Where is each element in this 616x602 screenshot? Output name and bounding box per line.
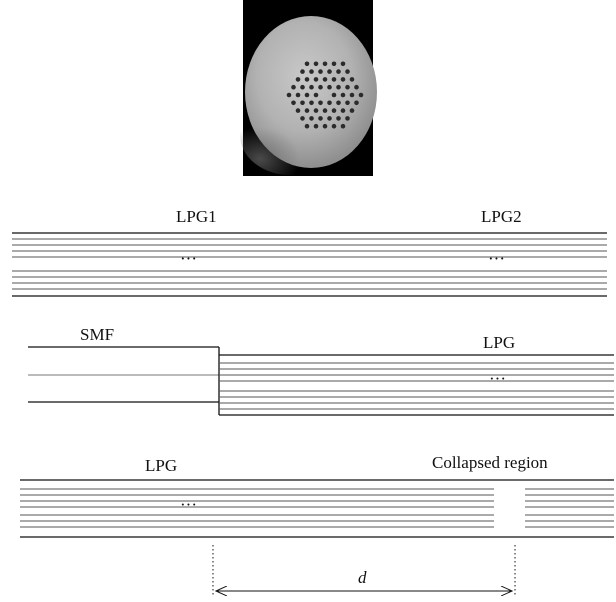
- air-hole: [309, 69, 314, 74]
- air-hole: [345, 100, 350, 106]
- air-hole: [300, 100, 305, 106]
- air-hole: [318, 84, 323, 90]
- air-hole: [358, 92, 364, 98]
- air-hole: [340, 92, 346, 98]
- ellipsis-collapsed: ···: [180, 495, 197, 514]
- air-hole: [309, 84, 314, 90]
- air-hole: [309, 116, 314, 121]
- air-hole: [349, 77, 355, 82]
- label-lpg2: LPG2: [481, 207, 522, 226]
- air-hole: [313, 92, 319, 98]
- ellipsis-left: ···: [180, 249, 197, 268]
- air-hole: [340, 77, 346, 82]
- air-hole: [345, 69, 350, 74]
- air-hole: [327, 100, 332, 106]
- label-lpg1: LPG1: [176, 207, 217, 226]
- air-hole: [309, 100, 314, 106]
- air-hole: [300, 116, 305, 121]
- air-hole: [291, 84, 296, 90]
- air-hole: [304, 123, 310, 129]
- label-distance: d: [358, 568, 367, 587]
- air-hole: [304, 77, 310, 82]
- air-hole: [331, 61, 337, 67]
- label-lpg-splice: LPG: [483, 333, 515, 352]
- label-collapsed-region: Collapsed region: [432, 453, 548, 472]
- air-hole: [300, 69, 305, 74]
- air-hole: [313, 61, 319, 67]
- panel-smf-splice: SMF LPG ···: [28, 325, 614, 416]
- air-hole: [340, 108, 346, 113]
- air-hole: [349, 92, 355, 98]
- air-hole: [336, 69, 341, 74]
- air-hole: [327, 116, 332, 121]
- air-hole: [304, 108, 310, 113]
- core-lines-3: [20, 488, 614, 528]
- air-hole: [345, 116, 350, 121]
- air-hole: [340, 123, 346, 129]
- air-hole: [295, 77, 301, 82]
- air-hole: [313, 77, 319, 82]
- air-hole: [318, 116, 323, 121]
- air-hole: [340, 61, 346, 67]
- pcf-core-lines: [219, 362, 614, 410]
- panel-collapsed-region: LPG Collapsed region ··· d: [20, 453, 614, 597]
- air-hole: [336, 100, 341, 106]
- air-hole: [331, 108, 337, 113]
- ellipsis-splice: ···: [489, 369, 506, 388]
- air-hole: [322, 77, 328, 82]
- label-lpg-collapsed: LPG: [145, 456, 177, 475]
- air-hole: [313, 108, 319, 113]
- air-hole: [336, 116, 341, 121]
- air-hole: [331, 123, 337, 129]
- air-hole: [304, 92, 310, 98]
- air-hole: [313, 123, 319, 129]
- air-hole: [304, 61, 310, 67]
- ellipsis-right: ···: [488, 249, 505, 268]
- label-smf: SMF: [80, 325, 114, 344]
- air-hole: [295, 92, 301, 98]
- air-hole: [300, 84, 305, 90]
- air-hole: [322, 61, 328, 67]
- air-hole: [349, 108, 355, 113]
- air-hole: [331, 77, 337, 82]
- air-hole: [318, 100, 323, 106]
- core-lines: [12, 238, 607, 290]
- panel-two-gratings: LPG1 LPG2 ··· ···: [12, 207, 607, 297]
- air-hole: [354, 100, 359, 106]
- air-hole: [345, 84, 350, 90]
- air-hole: [322, 123, 328, 129]
- air-hole: [286, 92, 292, 98]
- air-hole: [327, 69, 332, 74]
- air-hole: [354, 84, 359, 90]
- air-hole: [295, 108, 301, 113]
- fiber-cross-section-photo: [240, 0, 377, 176]
- air-hole: [318, 69, 323, 74]
- air-hole: [336, 84, 341, 90]
- air-hole: [291, 100, 296, 106]
- air-hole: [331, 92, 337, 98]
- air-hole: [322, 108, 328, 113]
- air-hole: [327, 84, 332, 90]
- air-hole-lattice: [286, 61, 364, 129]
